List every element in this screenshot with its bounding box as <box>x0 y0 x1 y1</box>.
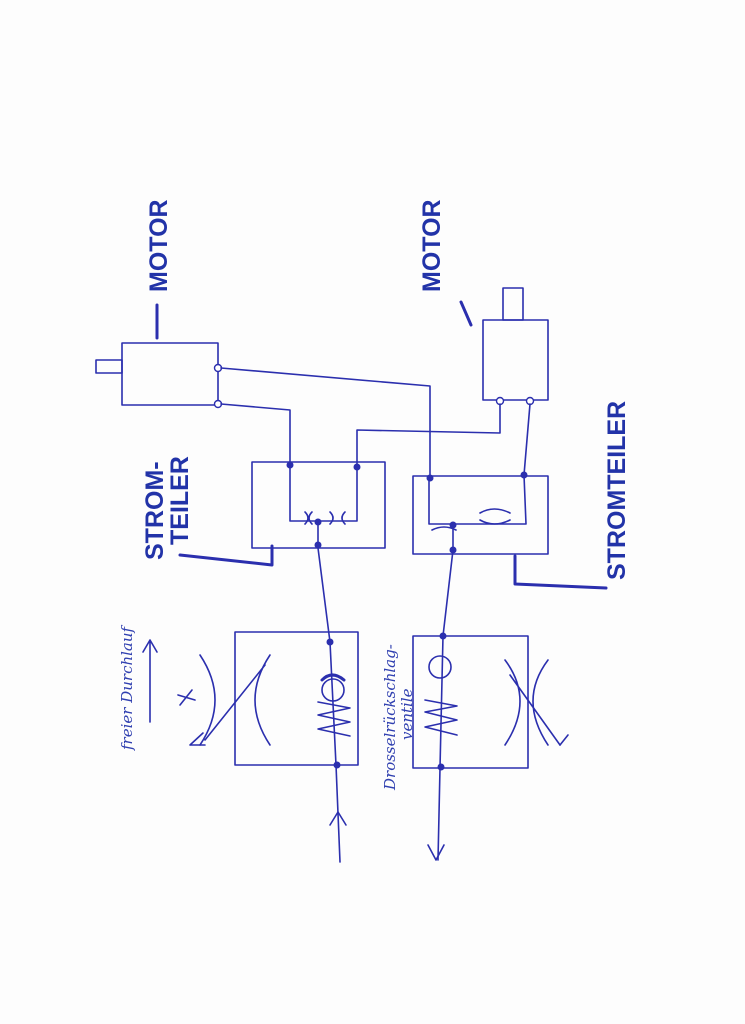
throttle-check-valve-right <box>412 549 569 861</box>
scribble <box>177 689 196 706</box>
free-flow-arrow-icon <box>142 639 158 723</box>
flow-divider-left <box>251 461 386 549</box>
valves-label-2: ventile <box>398 688 416 740</box>
motor-left <box>95 342 223 409</box>
flow-divider-right-leader <box>513 554 608 590</box>
motor-left-label: MOTOR <box>145 199 173 292</box>
flow-divider-left-label-2: TEILER <box>166 456 194 545</box>
free-flow-label: freier Durchlauf <box>118 624 136 751</box>
motor-right-label: MOTOR <box>418 199 446 292</box>
flow-divider-left-label-1: STROM- <box>141 461 169 560</box>
motor-right <box>482 287 549 406</box>
valves-label-1: Drosselrückschlag- <box>381 644 399 791</box>
hydraulic-lines <box>220 367 531 477</box>
flow-divider-right-label: STROMTEILER <box>603 401 631 580</box>
flow-divider-left-leader <box>178 544 274 567</box>
throttle-check-valve-left <box>189 547 359 863</box>
flow-divider-right <box>412 471 549 555</box>
motor-right-leader <box>459 300 473 327</box>
